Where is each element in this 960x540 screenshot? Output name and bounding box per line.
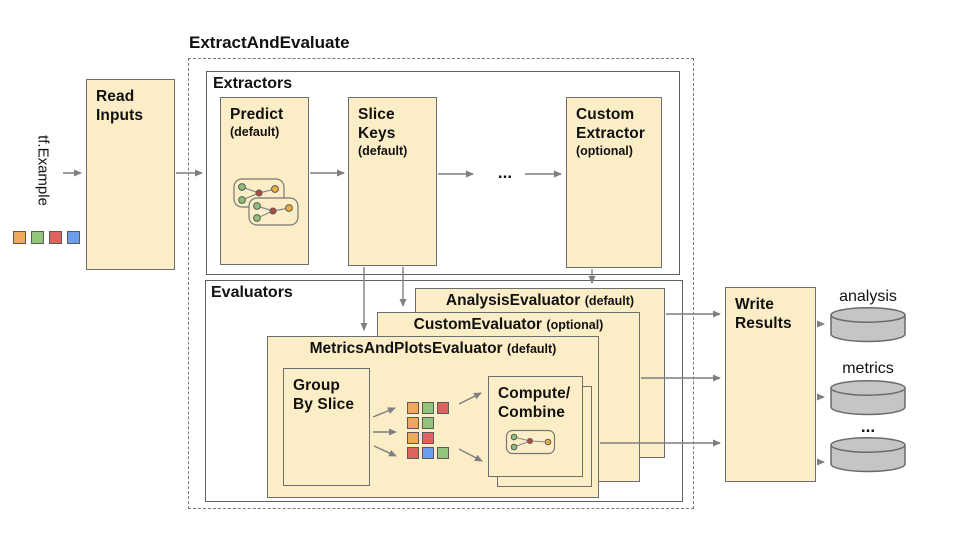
- page-title: ExtractAndEvaluate: [189, 33, 350, 52]
- slice-keys-sublabel: (default): [358, 144, 408, 158]
- write-results-label-line2: Results: [735, 315, 792, 332]
- green-example-square: [422, 417, 434, 429]
- group-by-slice-label-line1: Group: [293, 377, 340, 394]
- orange-example-square: [407, 402, 419, 414]
- evaluators-section-title: Evaluators: [211, 284, 293, 301]
- extractors-section: [206, 71, 680, 275]
- green-example-square: [422, 402, 434, 414]
- custom-extractor-box: Custom Extractor (optional): [566, 97, 662, 268]
- group-by-slice-box: Group By Slice: [283, 368, 370, 486]
- read-inputs-box: Read Inputs: [86, 79, 175, 270]
- analysis-evaluator-sublabel: (default): [584, 294, 635, 308]
- compute-combine-label-line1: Compute/: [498, 385, 571, 402]
- model-graph-icon: [233, 178, 299, 226]
- green-example-square: [437, 447, 449, 459]
- compute-combine-box: Compute/ Combine: [488, 376, 583, 477]
- red-example-square: [49, 231, 62, 244]
- metrics-output-label: metrics: [842, 360, 894, 377]
- green-example-square: [31, 231, 44, 244]
- custom-evaluator-label: CustomEvaluator: [413, 316, 542, 333]
- blue-example-square: [422, 447, 434, 459]
- custom-evaluator-sublabel: (optional): [546, 318, 604, 332]
- orange-example-square: [407, 417, 419, 429]
- extract-and-evaluate-container: [188, 58, 694, 509]
- orange-example-square: [13, 231, 26, 244]
- write-results-box: Write Results: [725, 287, 816, 482]
- extractors-ellipsis: ...: [497, 163, 513, 182]
- evaluators-section: [205, 280, 683, 502]
- tf-example-label: tf.Example: [34, 135, 52, 206]
- analysis-database-cylinder: [830, 307, 906, 343]
- red-example-square: [422, 432, 434, 444]
- group-by-slice-label-line2: By Slice: [293, 396, 355, 413]
- more-database-cylinder: [830, 437, 906, 473]
- custom-extractor-label-line1: Custom: [576, 106, 635, 123]
- write-results-label-line1: Write: [735, 296, 774, 313]
- more-outputs-ellipsis: ...: [860, 417, 876, 436]
- metrics-database-cylinder: [830, 380, 906, 416]
- analysis-output-label: analysis: [839, 288, 897, 305]
- extractors-section-title: Extractors: [213, 75, 293, 92]
- analysis-evaluator-label: AnalysisEvaluator: [445, 292, 581, 309]
- custom-extractor-sublabel: (optional): [576, 144, 633, 158]
- blue-example-square: [67, 231, 80, 244]
- sliced-examples-squares: [407, 402, 449, 462]
- read-inputs-label-line1: Read: [96, 88, 135, 105]
- metric-graph-icon: [505, 429, 556, 455]
- predict-label: Predict: [230, 106, 284, 123]
- metrics-and-plots-evaluator-sublabel: (default): [507, 342, 557, 356]
- red-example-square: [407, 447, 419, 459]
- red-example-square: [437, 402, 449, 414]
- slice-keys-label-line2: Keys: [358, 125, 396, 142]
- slice-keys-extractor-box: Slice Keys (default): [348, 97, 437, 266]
- input-example-squares: [13, 231, 80, 244]
- compute-combine-label-line2: Combine: [498, 404, 566, 421]
- orange-example-square: [407, 432, 419, 444]
- slice-keys-label-line1: Slice: [358, 106, 395, 123]
- custom-extractor-label-line2: Extractor: [576, 125, 645, 142]
- read-inputs-label-line2: Inputs: [96, 107, 144, 124]
- metrics-and-plots-evaluator-label: MetricsAndPlotsEvaluator: [309, 340, 503, 357]
- predict-sublabel: (default): [230, 125, 280, 139]
